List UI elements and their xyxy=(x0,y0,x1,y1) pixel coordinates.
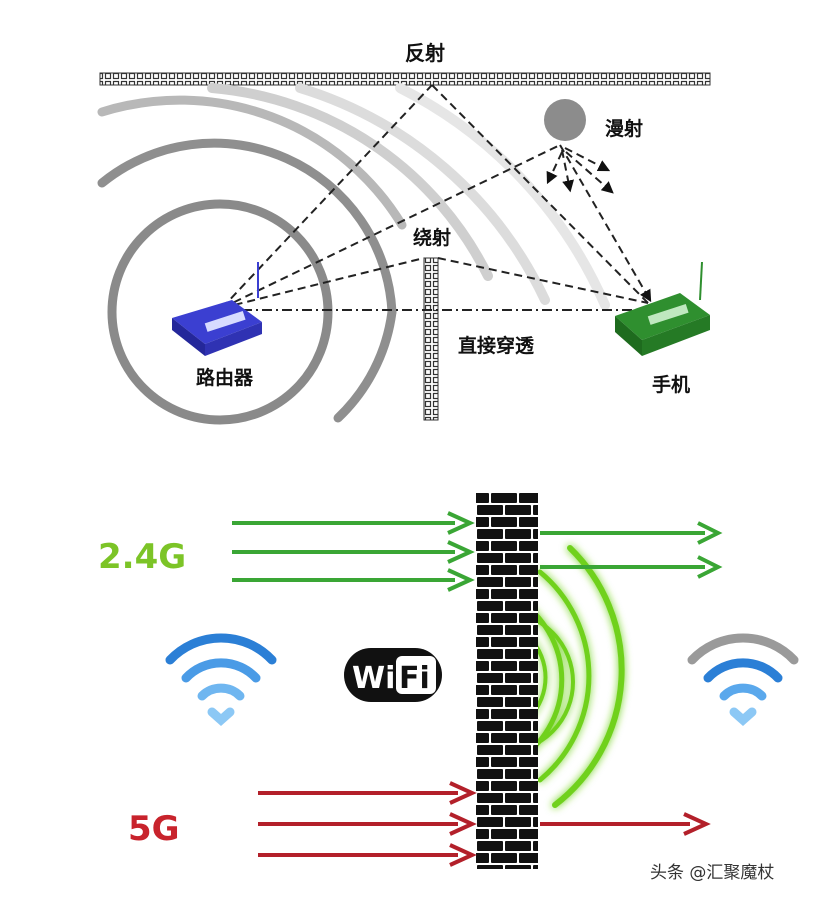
wave-arc-3 xyxy=(97,95,407,230)
wifi-right-dot xyxy=(729,707,757,727)
arrow-24g-out-2-head xyxy=(697,555,723,579)
wifi-left-dot xyxy=(207,707,235,727)
router-front xyxy=(205,322,262,356)
label-5g: 5G xyxy=(128,809,180,849)
wifi-signal-icon-left xyxy=(165,633,277,727)
wifi-left-arc-mid xyxy=(181,658,261,683)
wifi-logo-wi: Wi xyxy=(352,661,395,696)
label-penetration: 直接穿透 xyxy=(458,334,535,357)
scatter-ray-4 xyxy=(546,151,563,185)
path-diffract-out xyxy=(437,257,649,304)
wave-arc-2b xyxy=(333,307,397,423)
phone-side xyxy=(615,316,642,356)
watermark: 头条 @汇聚魔杖 xyxy=(650,863,774,883)
scatter-ray-2 xyxy=(564,147,611,172)
brick-wall xyxy=(476,493,538,869)
propagation-paths xyxy=(221,84,652,311)
phone-device xyxy=(615,261,710,356)
wave-ring-inner xyxy=(107,199,333,425)
label-reflection: 反射 xyxy=(405,41,445,65)
wifi-left-arc-outer xyxy=(165,633,277,665)
reflection-surface xyxy=(99,72,711,86)
arrows-5g xyxy=(258,781,711,867)
arrow-24g-in-1-head xyxy=(447,511,475,535)
arrow-5g-in-2-head xyxy=(449,812,477,836)
label-diffraction: 绕射 xyxy=(413,226,451,249)
scatter-ray-3 xyxy=(565,151,614,194)
label-phone: 手机 xyxy=(652,373,690,396)
arrow-24g-in-3-head xyxy=(447,568,475,592)
router-side xyxy=(172,318,205,356)
wifi-left-arc-inner xyxy=(197,683,245,701)
arrow-24g-out-1-head xyxy=(697,521,723,545)
wifi-signal-icon-right xyxy=(687,633,799,727)
path-diffract-in xyxy=(221,257,425,309)
arrow-24g-in-2-head xyxy=(447,540,475,564)
wifi-logo: Wi Fi xyxy=(344,648,442,702)
path-scatter-out xyxy=(559,144,652,303)
label-24g: 2.4G xyxy=(98,537,186,577)
label-scattering: 漫射 xyxy=(605,117,643,140)
router-panel xyxy=(204,311,246,332)
signal-wave-arcs xyxy=(97,83,610,425)
top-diagram: 反射 漫射 绕射 直接穿透 路由器 手机 xyxy=(97,41,711,425)
phone-antenna xyxy=(699,261,703,301)
diffraction-wall xyxy=(423,257,439,421)
wave-arc-6 xyxy=(395,83,610,310)
wifi-logo-fi-box xyxy=(396,656,436,694)
label-router: 路由器 xyxy=(196,366,254,389)
arrow-5g-in-1-head xyxy=(449,781,477,805)
phone-panel xyxy=(647,304,689,325)
arrow-5g-out-1-head xyxy=(683,812,711,836)
bottom-diagram: 2.4G 5G Wi Fi 头条 @汇聚魔杖 xyxy=(98,493,799,883)
glow-arc-4 xyxy=(537,569,592,783)
arrow-5g-in-3-head xyxy=(449,843,477,867)
scatter-ray-1 xyxy=(561,149,575,193)
wifi-right-arc-inner xyxy=(719,683,767,701)
wave-arc-5 xyxy=(295,83,550,305)
scatter-object xyxy=(544,99,586,141)
path-to-scatter xyxy=(221,144,561,309)
wifi-logo-fi: Fi xyxy=(399,661,430,696)
wifi-right-arc-mid xyxy=(703,658,783,683)
glow-arc-5 xyxy=(552,545,625,808)
wifi-right-arc-outer xyxy=(687,633,799,665)
wave-arc-2 xyxy=(97,138,397,317)
phone-front xyxy=(642,315,710,356)
arrows-24g xyxy=(232,511,723,592)
router-device xyxy=(172,262,262,356)
